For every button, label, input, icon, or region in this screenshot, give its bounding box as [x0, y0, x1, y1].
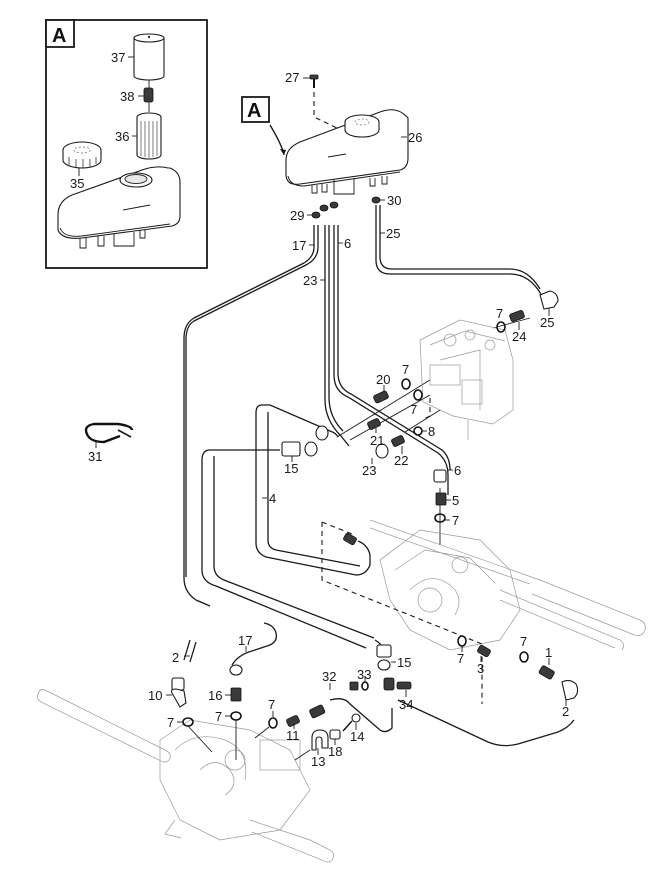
washer-30 — [371, 196, 381, 204]
callout-10: 10 — [148, 688, 162, 703]
hose-15 — [201, 449, 367, 649]
callout-7-right-a: 7 — [457, 651, 464, 666]
callout-25-upper: 25 — [386, 226, 400, 241]
callout-15-lower: 15 — [397, 655, 411, 670]
left-transaxle — [37, 688, 334, 863]
detail-a-reference-label: A — [247, 100, 261, 122]
right-transaxle — [321, 519, 646, 704]
callout-23-upper: 23 — [303, 273, 317, 288]
callout-21: 21 — [370, 433, 384, 448]
callout-34: 34 — [399, 697, 413, 712]
callout-25-lower: 25 — [540, 315, 554, 330]
callout-labels: 17 6 25 23 7 24 25 7 20 7 21 8 31 15 23 … — [88, 226, 569, 769]
hose-6 — [333, 225, 449, 495]
hose-2 — [397, 699, 575, 747]
spring-part — [143, 87, 154, 103]
callout-6-lower: 6 — [454, 463, 461, 478]
callout-7-pump-b: 7 — [410, 402, 417, 417]
callout-7-pump-a: 7 — [402, 362, 409, 377]
filter-cover-part — [133, 33, 165, 81]
callout-17-lower: 17 — [238, 633, 252, 648]
callout-23-lower: 23 — [362, 463, 376, 478]
callout-3: 3 — [477, 661, 484, 676]
callout-18: 18 — [328, 744, 342, 759]
callout-7-left-a: 7 — [167, 715, 174, 730]
callout-22: 22 — [394, 453, 408, 468]
detail-a-tag — [45, 19, 75, 48]
callout-37: 37 — [111, 50, 125, 65]
callout-24: 24 — [512, 329, 526, 344]
callout-2-right: 2 — [562, 704, 569, 719]
callout-35: 35 — [70, 176, 84, 191]
callout-32: 32 — [322, 669, 336, 684]
callout-20: 20 — [376, 372, 390, 387]
callout-7-right-b: 7 — [520, 634, 527, 649]
callout-17-upper: 17 — [292, 238, 306, 253]
callout-2-left: 2 — [172, 650, 179, 665]
pump-unit — [419, 319, 514, 440]
hose-23 — [324, 225, 350, 447]
hose-17 — [183, 225, 315, 607]
callout-31: 31 — [88, 449, 102, 464]
washer-29 — [311, 211, 321, 219]
hose-25 — [375, 205, 549, 307]
callout-1: 1 — [545, 645, 552, 660]
callout-14: 14 — [350, 729, 364, 744]
detail-a-label: A — [52, 25, 66, 47]
o-ring — [496, 321, 506, 333]
fittings — [84, 310, 579, 761]
reservoir-assembly: A 27 26 29 30 — [241, 70, 422, 223]
reservoir-cap-part — [62, 141, 102, 169]
callout-26: 26 — [408, 130, 422, 145]
callout-6-upper: 6 — [344, 236, 351, 251]
callout-36: 36 — [115, 129, 129, 144]
callout-5: 5 — [452, 493, 459, 508]
hose-lines — [183, 205, 575, 747]
callout-16: 16 — [208, 688, 222, 703]
callout-4: 4 — [269, 491, 276, 506]
callout-8: 8 — [428, 424, 435, 439]
callout-7-left-b: 7 — [215, 709, 222, 724]
detail-a-inset: A — [45, 19, 208, 269]
reservoir-inset-part — [57, 166, 181, 249]
callout-7-left-c: 7 — [268, 697, 275, 712]
callout-13: 13 — [311, 754, 325, 769]
callout-7-pump-right: 7 — [496, 306, 503, 321]
callout-30: 30 — [387, 193, 401, 208]
callout-7-right-top: 7 — [452, 513, 459, 528]
callout-38: 38 — [120, 89, 134, 104]
callout-29: 29 — [290, 208, 304, 223]
cable-tie-part — [84, 422, 134, 444]
detail-a-reference-tag — [241, 96, 270, 123]
filter-element-part — [136, 112, 162, 160]
pipe-4 — [255, 404, 371, 576]
callout-15-upper: 15 — [284, 461, 298, 476]
screw-part — [309, 74, 319, 88]
callout-33: 33 — [357, 667, 371, 682]
callout-11: 11 — [286, 728, 300, 743]
callout-27: 27 — [285, 70, 299, 85]
